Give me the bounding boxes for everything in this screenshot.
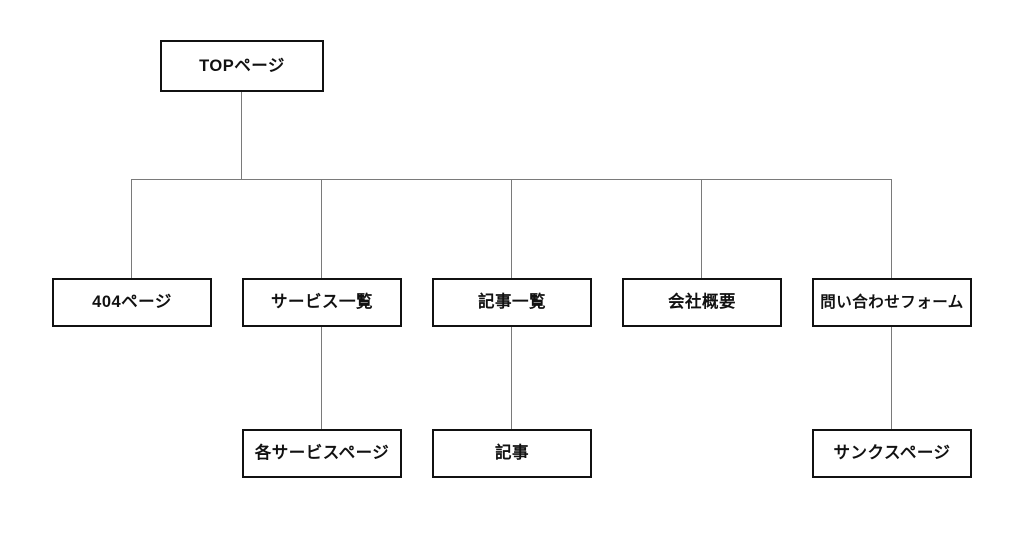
node-each-service-page[interactable]: 各サービスページ <box>242 429 402 478</box>
node-article[interactable]: 記事 <box>432 429 592 478</box>
node-top-page[interactable]: TOPページ <box>160 40 324 92</box>
connector-contact-form-to-thanks-page <box>891 327 892 429</box>
connector-service-list-to-service-page <box>321 327 322 429</box>
node-top-page-label: TOPページ <box>199 56 285 75</box>
connector-bus-to-company-info <box>701 180 702 278</box>
node-service-list[interactable]: サービス一覧 <box>242 278 402 327</box>
node-company-info[interactable]: 会社概要 <box>622 278 782 327</box>
connector-horizontal-bus <box>131 179 892 180</box>
connector-bus-to-article-list <box>511 180 512 278</box>
node-service-list-label: サービス一覧 <box>271 293 373 312</box>
connector-bus-to-404-page <box>131 180 132 278</box>
connector-top-to-bus <box>241 92 242 180</box>
node-article-list[interactable]: 記事一覧 <box>432 278 592 327</box>
connector-article-list-to-article <box>511 327 512 429</box>
node-404-page-label: 404ページ <box>92 293 172 312</box>
node-thanks-page-label: サンクスページ <box>833 444 951 463</box>
node-contact-form-label: 問い合わせフォーム <box>820 293 964 311</box>
node-company-info-label: 会社概要 <box>668 293 736 312</box>
connector-bus-to-contact-form <box>891 180 892 278</box>
node-each-service-page-label: 各サービスページ <box>254 444 390 463</box>
node-article-list-label: 記事一覧 <box>478 293 546 312</box>
node-404-page[interactable]: 404ページ <box>52 278 212 327</box>
node-thanks-page[interactable]: サンクスページ <box>812 429 972 478</box>
node-contact-form[interactable]: 問い合わせフォーム <box>812 278 972 327</box>
connector-bus-to-service-list <box>321 180 322 278</box>
node-article-label: 記事 <box>495 444 529 463</box>
